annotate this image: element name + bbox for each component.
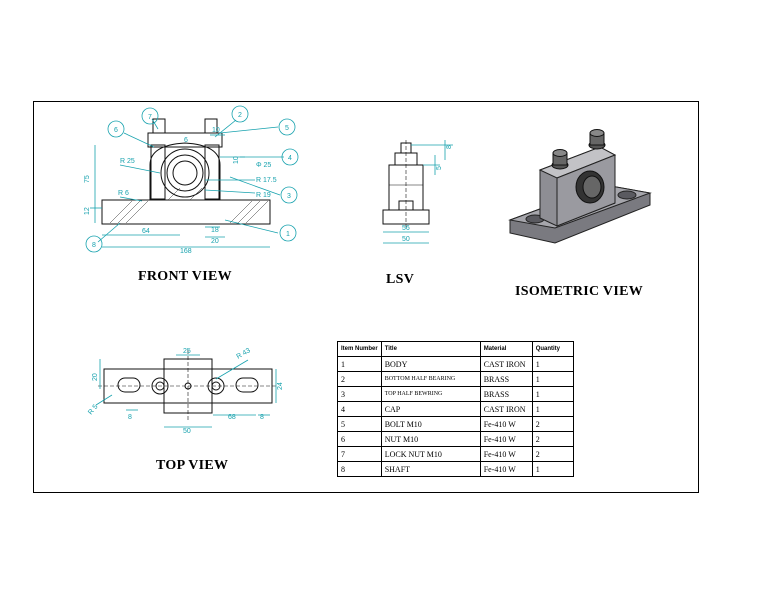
dim-20: 20 <box>211 238 219 245</box>
bom-header-item: Item Number <box>337 341 382 357</box>
dim-75: 75 <box>84 175 91 183</box>
table-row: 4 CAP CAST IRON 1 <box>337 401 574 417</box>
front-view-drawing: 1 2 3 4 5 6 7 8 75 6 10 10 R 25 Φ 25 R 1… <box>84 105 299 255</box>
dim-18: 18 <box>211 227 219 234</box>
isometric-view-label: ISOMETRIC VIEW <box>515 284 644 299</box>
front-bearing-inner <box>166 154 204 192</box>
callout-4: 4 <box>288 155 292 162</box>
top-slot-right <box>235 377 259 393</box>
callout-7: 7 <box>148 114 152 121</box>
dim-6: 6 <box>184 137 188 144</box>
top-view-drawing: 25 R 43 24 20 R 5 8 8 68 50 <box>87 347 284 435</box>
top-dim-r43: R 43 <box>236 347 252 361</box>
top-dim-r5: R 5 <box>87 403 99 416</box>
lsv-dim-5: 5 <box>436 166 443 170</box>
front-callouts: 1 2 3 4 5 6 7 8 <box>85 105 299 253</box>
callout-2: 2 <box>238 112 242 119</box>
callout-6: 6 <box>114 127 118 134</box>
dim-12: 12 <box>84 207 91 215</box>
lsv-dim-8: 8 <box>446 145 453 149</box>
top-dim-50: 50 <box>183 428 191 435</box>
table-row: 8 SHAFT Fe-410 W 1 <box>337 461 574 477</box>
top-dim-8: 8 <box>128 414 132 421</box>
top-dim-68: 68 <box>228 414 236 421</box>
front-cap <box>147 132 223 148</box>
table-row: 6 NUT M10 Fe-410 W 2 <box>337 431 574 447</box>
callout-8: 8 <box>92 242 96 249</box>
dim-phi25: Φ 25 <box>256 162 271 169</box>
lsv-dim-50: 50 <box>402 236 410 243</box>
front-bolt-left <box>152 118 166 134</box>
lsv-label: LSV <box>386 272 415 287</box>
front-bolt-shank-right <box>204 144 220 200</box>
front-base <box>101 199 271 225</box>
top-dimension-lines <box>95 354 277 428</box>
front-view-label: FRONT VIEW <box>138 269 232 284</box>
top-slot-left <box>117 377 141 393</box>
bom-header-material: Material <box>479 341 533 357</box>
front-hatching <box>109 187 269 224</box>
front-bolt-right <box>204 118 218 134</box>
dim-r19: R 19 <box>256 192 271 199</box>
front-bearing-outer <box>160 148 210 198</box>
dim-168: 168 <box>180 248 192 255</box>
isometric-view-image <box>508 129 652 244</box>
table-row: 7 LOCK NUT M10 Fe-410 W 2 <box>337 446 574 462</box>
callout-5: 5 <box>285 125 289 132</box>
top-view-label: TOP VIEW <box>156 458 229 473</box>
top-dim-8b: 8 <box>260 414 264 421</box>
bom-header-quantity: Quantity <box>531 341 574 357</box>
dim-10: 10 <box>212 127 220 134</box>
table-row: 3 TOP HALF BEWRING BRASS 1 <box>337 386 574 402</box>
callout-1: 1 <box>286 231 290 238</box>
front-shaft <box>172 160 198 186</box>
dim-10b: 10 <box>233 156 240 164</box>
drawing-sheet-border <box>33 101 699 493</box>
front-body <box>149 142 221 200</box>
callout-3: 3 <box>287 193 291 200</box>
dim-r6: R 6 <box>118 190 129 197</box>
front-callout-leaders <box>97 118 284 243</box>
bill-of-materials-table: Item Number Title Material Quantity 1 BO… <box>337 341 574 477</box>
lsv-dimension-lines <box>383 140 453 244</box>
table-row: 1 BODY CAST IRON 1 <box>337 356 574 372</box>
table-row: 2 BOTTOM HALF BEARING BRASS 1 <box>337 371 574 387</box>
dim-r25: R 25 <box>120 158 135 165</box>
dim-r175: R 17.5 <box>256 177 277 184</box>
front-dimension-lines <box>90 134 270 248</box>
table-row: 5 BOLT M10 Fe-410 W 2 <box>337 416 574 432</box>
front-bolt-shank-left <box>150 144 166 200</box>
top-dim-25: 25 <box>183 348 191 355</box>
bom-header-row: Item Number Title Material Quantity <box>337 341 574 357</box>
dim-64: 64 <box>142 228 150 235</box>
bom-header-title: Title <box>380 341 481 357</box>
top-dim-24: 24 <box>277 382 284 390</box>
lsv-drawing: 5 8 56 50 <box>382 140 453 244</box>
lsv-dim-56: 56 <box>402 225 410 232</box>
top-dim-20: 20 <box>92 373 99 381</box>
